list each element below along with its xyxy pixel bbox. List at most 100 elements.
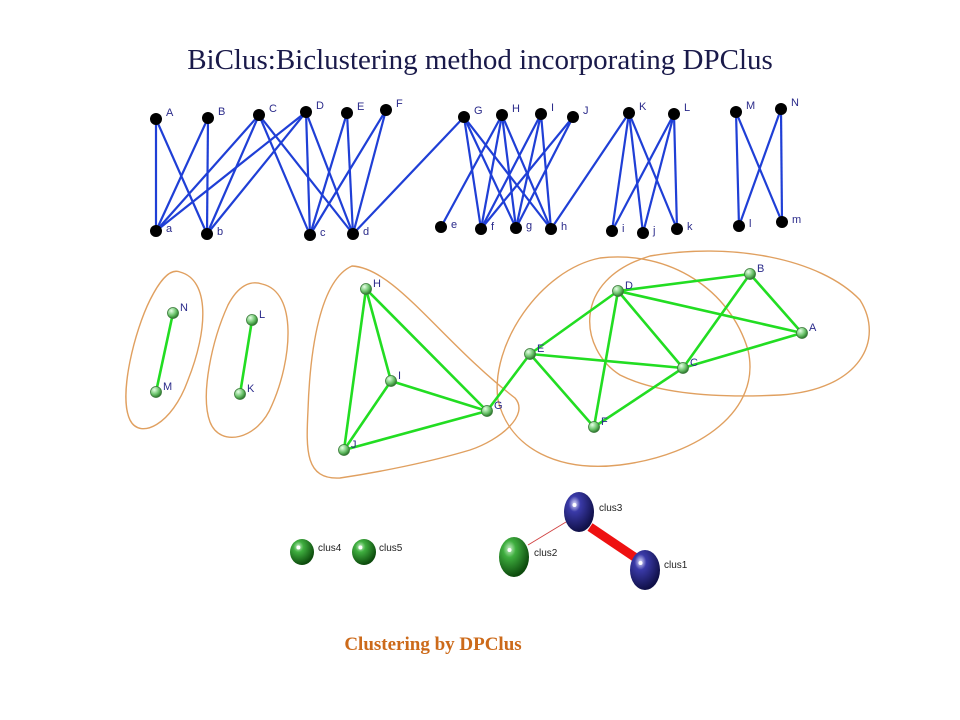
bipartite-label-I: I <box>551 102 554 114</box>
bipartite-node-k[interactable] <box>671 223 683 235</box>
bipartite-edge-K-j <box>627 112 645 234</box>
bipartite-edge-D-a <box>155 111 307 232</box>
bipartite-label-E: E <box>357 101 364 113</box>
cluster-link-clus3-clus1 <box>587 523 639 562</box>
cluster-sphere-clus3[interactable] <box>564 492 594 532</box>
cluster-sphere-clus4[interactable] <box>290 539 314 565</box>
bipartite-node-I[interactable] <box>535 108 547 120</box>
cluster-sphere-highlight <box>358 545 363 550</box>
graph-node-G[interactable] <box>481 405 493 417</box>
cluster-sphere-clus1[interactable] <box>630 550 660 590</box>
graph-label-B: B <box>757 263 764 275</box>
graph-node-C[interactable] <box>677 362 689 374</box>
bipartite-edge-G-f <box>462 116 483 230</box>
bipartite-node-d[interactable] <box>347 228 359 240</box>
graph-edge-H-I <box>364 288 393 382</box>
bipartite-node-G[interactable] <box>458 111 470 123</box>
graph-node-F[interactable] <box>588 421 600 433</box>
bipartite-node-K[interactable] <box>623 107 635 119</box>
bipartite-edge-K-h <box>550 112 630 230</box>
bipartite-node-C[interactable] <box>253 109 265 121</box>
graph-node-A[interactable] <box>796 327 808 339</box>
bipartite-edge-K-k <box>627 112 679 230</box>
cluster-sphere-clus2[interactable] <box>499 537 529 577</box>
graph-node-K[interactable] <box>234 388 246 400</box>
bipartite-node-i[interactable] <box>606 225 618 237</box>
bipartite-edge-E-c <box>308 112 349 236</box>
graph-edge-E-D <box>529 289 619 356</box>
bipartite-edge-G-h <box>463 116 552 230</box>
bipartite-label-H: H <box>512 103 520 115</box>
bipartite-node-g[interactable] <box>510 222 522 234</box>
bipartite-label-G: G <box>474 105 483 117</box>
graph-node-M[interactable] <box>150 386 162 398</box>
bipartite-node-a[interactable] <box>150 225 162 237</box>
graph-node-N[interactable] <box>167 307 179 319</box>
cluster-label-clus3: clus3 <box>599 503 623 514</box>
bipartite-edge-D-c <box>304 111 312 236</box>
graph-label-J: J <box>351 439 357 451</box>
graph-edge-I-J <box>342 380 393 451</box>
cluster-sphere-highlight <box>507 548 512 552</box>
graph-edge-H-J <box>342 288 368 451</box>
bipartite-edge-F-d <box>351 109 388 235</box>
bipartite-node-m[interactable] <box>776 216 788 228</box>
bipartite-node-c[interactable] <box>304 229 316 241</box>
bipartite-edge-L-k <box>672 113 679 230</box>
bipartite-node-h[interactable] <box>545 223 557 235</box>
bipartite-label-j: j <box>652 225 655 237</box>
graph-node-B[interactable] <box>744 268 756 280</box>
graph-edge-G-E <box>485 353 532 412</box>
graph-label-I: I <box>398 370 401 382</box>
bipartite-node-f[interactable] <box>475 223 487 235</box>
bipartite-edge-G-g <box>463 116 517 229</box>
graph-label-C: C <box>690 357 698 369</box>
cluster-sphere-highlight <box>296 545 301 550</box>
bipartite-node-E[interactable] <box>341 107 353 119</box>
bipartite-edge-B-a <box>155 117 209 232</box>
cluster-label-clus2: clus2 <box>534 548 558 559</box>
graph-edge-L-K <box>238 319 254 395</box>
graph-node-J[interactable] <box>338 444 350 456</box>
bipartite-label-i: i <box>622 223 624 235</box>
graph-label-L: L <box>259 309 265 321</box>
bipartite-node-J[interactable] <box>567 111 579 123</box>
bipartite-label-M: M <box>746 100 755 112</box>
graph-label-D: D <box>625 280 633 292</box>
bipartite-label-N: N <box>791 97 799 109</box>
graph-node-H[interactable] <box>360 283 372 295</box>
graph-node-L[interactable] <box>246 314 258 326</box>
graph-label-H: H <box>373 278 381 290</box>
graph-label-M: M <box>163 381 172 393</box>
bipartite-node-e[interactable] <box>435 221 447 233</box>
cluster-sphere-clus5[interactable] <box>352 539 376 565</box>
graph-label-G: G <box>494 400 503 412</box>
bipartite-edge-C-d <box>258 114 354 235</box>
bipartite-node-H[interactable] <box>496 109 508 121</box>
bipartite-node-D[interactable] <box>300 106 312 118</box>
bipartite-node-L[interactable] <box>668 108 680 120</box>
bipartite-label-l: l <box>749 218 751 230</box>
bipartite-node-b[interactable] <box>201 228 213 240</box>
bipartite-edge-H-f <box>479 114 504 230</box>
bipartite-label-L: L <box>684 102 690 114</box>
cluster-sphere-highlight <box>638 561 643 565</box>
bipartite-edge-J-f <box>480 116 574 230</box>
bipartite-node-M[interactable] <box>730 106 742 118</box>
bipartite-node-B[interactable] <box>202 112 214 124</box>
bipartite-edge-C-c <box>257 114 312 236</box>
graph-node-D[interactable] <box>612 285 624 297</box>
bipartite-node-F[interactable] <box>380 104 392 116</box>
bipartite-label-f: f <box>491 221 495 233</box>
graph-edge-E-F <box>529 353 595 428</box>
bipartite-node-l[interactable] <box>733 220 745 232</box>
bipartite-edge-E-d <box>345 112 355 235</box>
bipartite-label-K: K <box>639 101 647 113</box>
cluster-label-clus5: clus5 <box>379 543 403 554</box>
bipartite-edge-H-e <box>440 114 503 228</box>
bipartite-node-A[interactable] <box>150 113 162 125</box>
bipartite-node-N[interactable] <box>775 103 787 115</box>
graph-node-I[interactable] <box>385 375 397 387</box>
bipartite-node-j[interactable] <box>637 227 649 239</box>
graph-node-E[interactable] <box>524 348 536 360</box>
